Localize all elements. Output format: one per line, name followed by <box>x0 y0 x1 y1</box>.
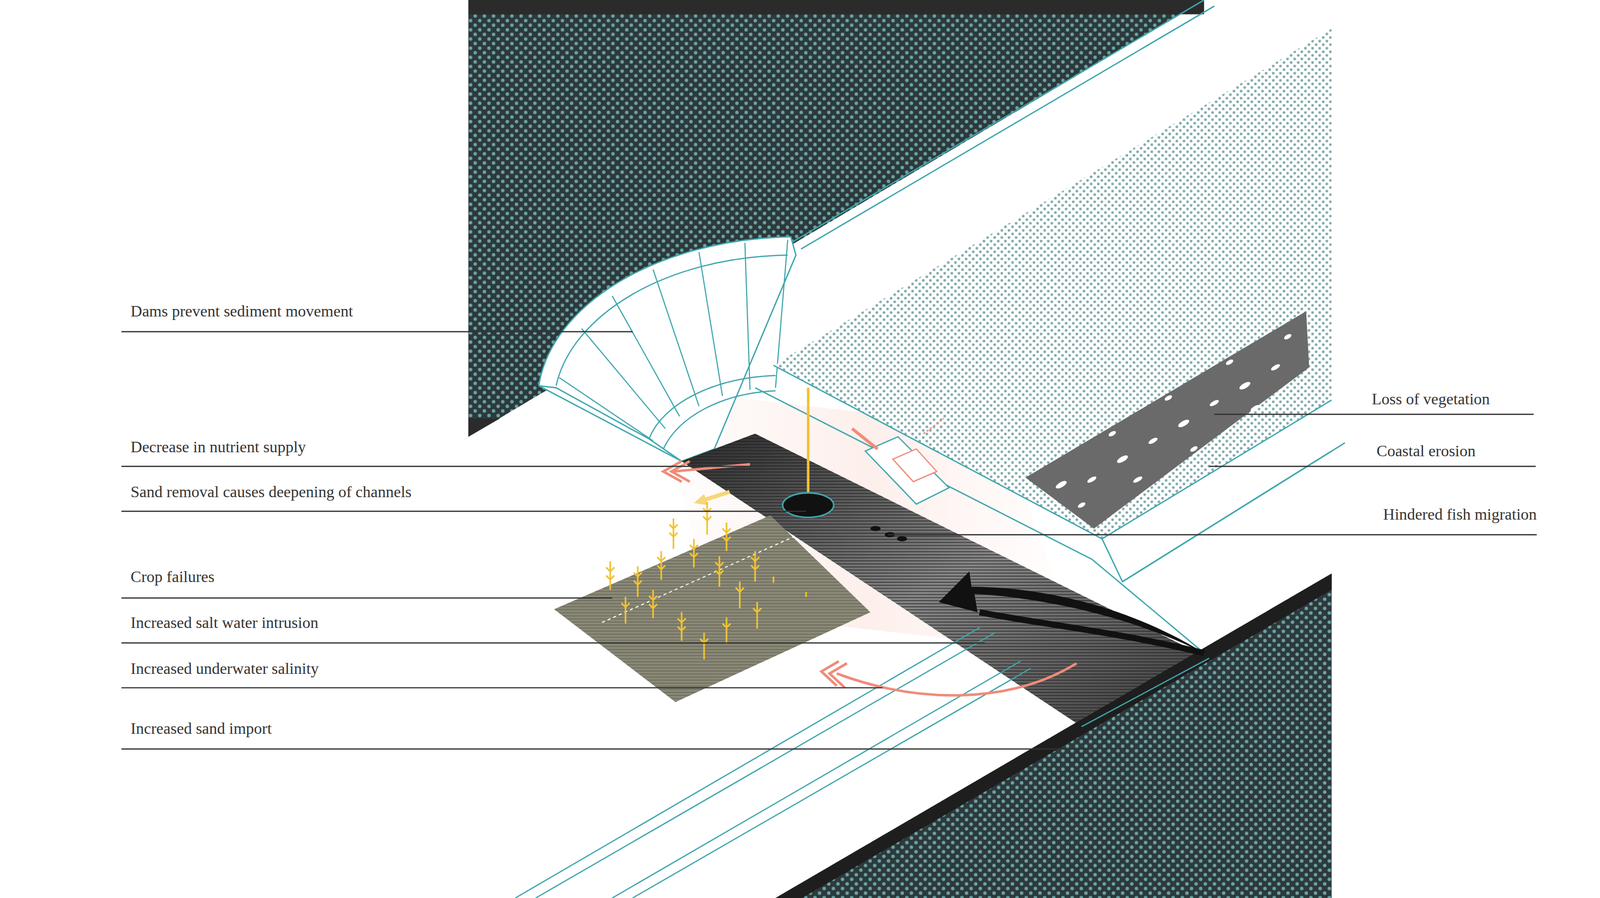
callout-label: Sand removal causes deepening of channel… <box>130 482 412 502</box>
callout-label: Coastal erosion <box>1376 441 1476 461</box>
callout-label: Increased salt water intrusion <box>130 613 319 633</box>
callout-label: Dams prevent sediment movement <box>130 301 354 321</box>
callout-label: Hindered fish migration <box>1383 504 1537 524</box>
callout-label: Loss of vegetation <box>1371 389 1490 409</box>
callout-label: Crop failures <box>130 567 215 587</box>
callout-label: Decrease in nutrient supply <box>130 437 307 457</box>
callout-label: Increased sand import <box>130 719 273 739</box>
callout-label: Increased underwater salinity <box>130 659 320 679</box>
